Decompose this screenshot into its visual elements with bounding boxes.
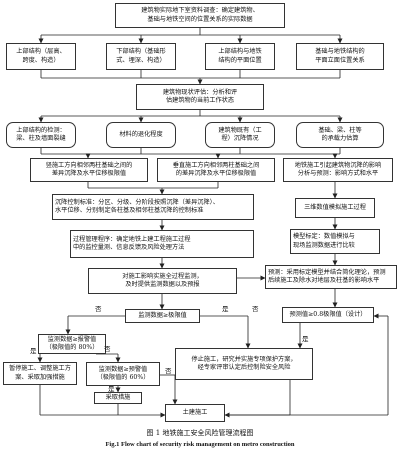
- node-take-measures: 采取措施: [94, 392, 142, 404]
- label-no-3: 否: [104, 345, 111, 353]
- node-impact-analysis: 地铁施工引起建筑物沉降的影响 分析与预测：影响方式和水平: [283, 158, 393, 182]
- node-pause-adjust: 暂停施工、调整施工方 案、采取加强措施: [3, 362, 77, 385]
- node-material-degradation: 材料的退化程度: [106, 122, 176, 148]
- label-no-1: 否: [95, 305, 102, 313]
- node-monitor-ge-warning: 监测数据≥预警值 （极限值的 60%）: [86, 362, 160, 386]
- node-monitor-ge-alarm: 监测数据≥报警值 （极限值的 80%）: [38, 334, 106, 354]
- node-control-standard: 沉降控制标准：分区、分级、分阶段按照沉降（差异沉降）、 水平位移、分别制定各柱基…: [52, 194, 254, 220]
- node-civil-construction: 土建施工: [165, 404, 225, 422]
- node-process-management: 过程管理程序：确定地铁上建工程施工过程 中的监控量测、信息反馈及风险处理方法: [70, 230, 254, 258]
- node-full-monitoring: 对施工影响实施全过程监测， 及时提供监测数据以及预报: [88, 268, 237, 294]
- label-yes-3: 是: [30, 347, 37, 355]
- node-upper-structure: 上部结构（层高、 跨度、构造）: [6, 43, 76, 70]
- node-foundation-position: 基础与地铁结构的 平面立面位置关系: [296, 43, 384, 70]
- figure-caption-en: Fig.1 Flow chart of security risk manage…: [105, 441, 295, 448]
- label-no-4: 否: [165, 367, 172, 375]
- node-upper-inspection: 上部结构的检测： 梁、柱及墙面裂缝: [6, 122, 76, 148]
- node-existing-settlement: 建筑物既有（工 程）沉降情况: [205, 122, 275, 148]
- node-building-survey: 建筑物实际地下室资料调查：确定建筑物、 基础与地铁空间的位置关系的实际数据: [115, 3, 285, 28]
- node-capacity-estimate: 基础、梁、柱等 的承载力估算: [296, 122, 384, 148]
- node-longitudinal-limit: 竖施工方向相邻两柱基础之间的 差异沉降及水平位移极限值: [30, 158, 148, 182]
- node-monitor-ge-limit: 监测数据≥极限值: [125, 309, 200, 323]
- node-lower-structure: 下部结构（基础形 式、埋深、构造）: [106, 43, 176, 70]
- node-status-assessment: 建筑物现状评估：分析和评 估建筑物的当前工作状态: [136, 84, 264, 110]
- node-prediction-ge-limit: 预测值≥0.8极限值（设计）: [282, 307, 374, 323]
- node-3d-simulation: 三维数值模拟施工过程: [295, 198, 375, 218]
- label-no-2: 否: [252, 305, 259, 313]
- label-yes-1: 是: [222, 305, 229, 313]
- label-yes-4: 是: [108, 385, 115, 393]
- node-prediction: 预测：采用标定模型并结合简化理论，预测 后续施工及除水对地层及柱基的影响水平: [265, 265, 397, 289]
- node-upper-plan-position: 上部结构与地铁 结构的平面位置: [205, 43, 275, 70]
- figure-caption-cn: 图 1 地铁施工安全风险管理流程图: [146, 429, 254, 437]
- node-stop-construction: 停止施工，研究并实施专项保护方案， 经专家评审认定后控制险安全风险: [175, 348, 313, 380]
- node-model-calibration: 模型标定：数值模拟与 现场监测数据进行比较: [290, 229, 380, 254]
- label-yes-2: 是: [302, 335, 309, 343]
- node-transverse-limit: 垂直施工方向相邻两柱基础之间 的差异沉降及水平位移极限值: [157, 158, 275, 182]
